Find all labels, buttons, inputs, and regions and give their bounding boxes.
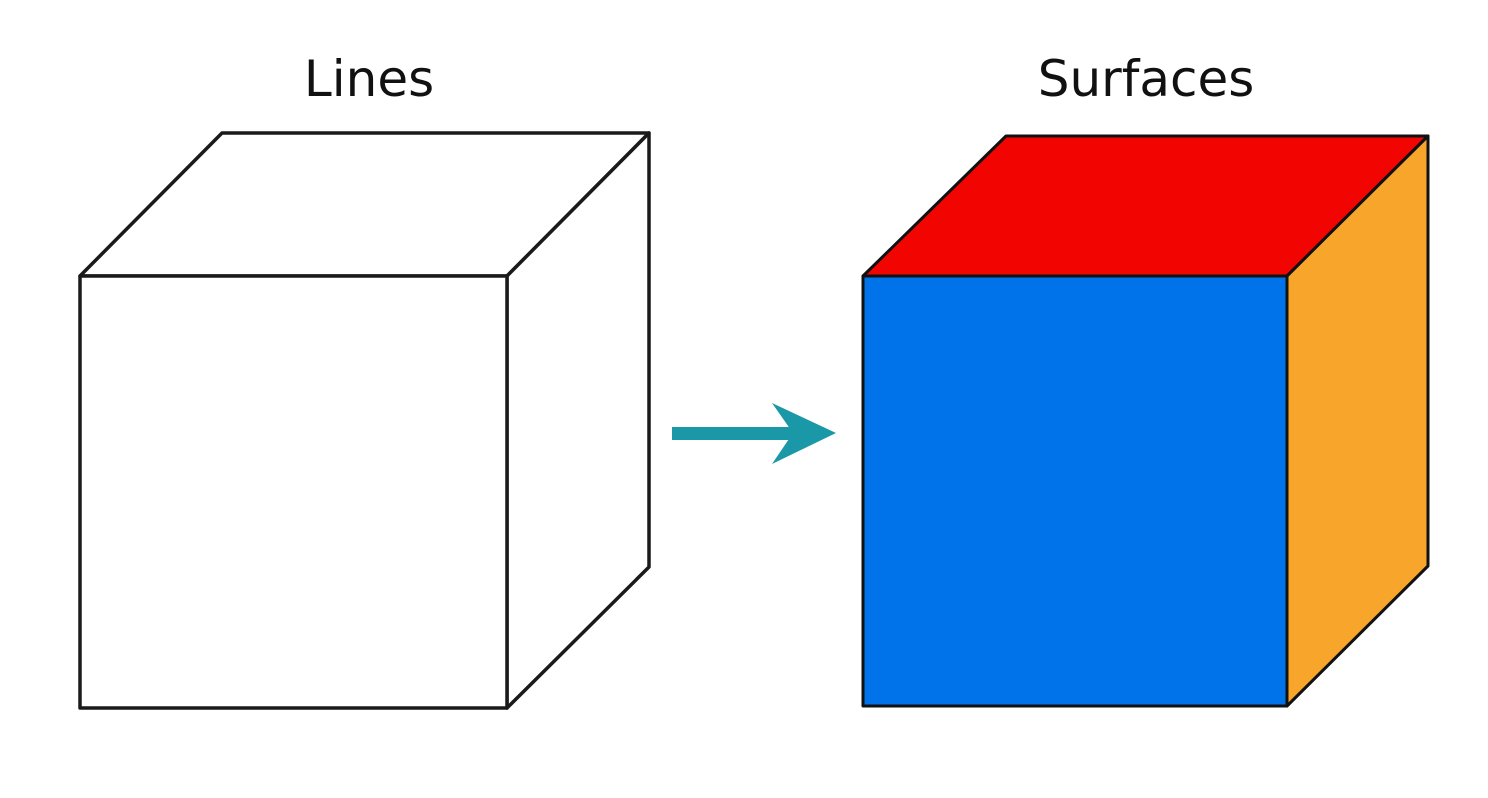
wireframe-cube-front [78,274,509,710]
right-arrow-icon [672,403,836,464]
wireframe-cube [78,131,651,710]
arrow-shaft [672,427,795,440]
surfaces-title: Surfaces [1038,50,1255,108]
surface-cube-front [861,274,1289,708]
lines-title: Lines [304,50,434,108]
surface-cube [861,134,1430,708]
arrow-head [772,403,836,464]
